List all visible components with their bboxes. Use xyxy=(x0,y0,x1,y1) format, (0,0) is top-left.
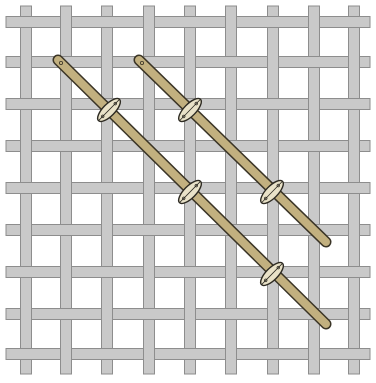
mesh-weave-crossing xyxy=(143,225,156,236)
mesh-weave-crossing xyxy=(60,225,73,236)
mesh-weave-crossing xyxy=(348,183,361,194)
mesh-weave-crossing xyxy=(267,17,280,28)
mesh-weave-crossing xyxy=(348,99,361,110)
mesh-weave-crossing xyxy=(20,99,33,110)
mesh-weave-crossing xyxy=(20,183,33,194)
mesh-weave-crossing xyxy=(20,267,33,278)
mesh-weave-crossing xyxy=(101,349,114,360)
mesh-weave-crossing xyxy=(348,17,361,28)
mesh-weave-crossing xyxy=(101,267,114,278)
mesh-weave-crossing xyxy=(60,309,73,320)
mesh-weave-crossing xyxy=(225,309,238,320)
mesh-weave-crossing xyxy=(225,57,238,68)
mesh-weave-crossing xyxy=(101,183,114,194)
mesh-weave-crossing xyxy=(308,141,321,152)
mesh-weave-crossing xyxy=(184,17,197,28)
mesh-weave-crossing xyxy=(184,349,197,360)
mesh-weave-crossing xyxy=(101,17,114,28)
mesh-weave-crossing xyxy=(184,267,197,278)
mesh-weave-crossing xyxy=(348,267,361,278)
mesh-weave-crossing xyxy=(308,57,321,68)
mesh-weave-crossing xyxy=(143,309,156,320)
mesh-weave-crossing xyxy=(20,349,33,360)
mesh-weave-crossing xyxy=(60,141,73,152)
mesh-weave-crossing xyxy=(348,349,361,360)
mesh-weave-crossing xyxy=(267,349,280,360)
mesh-weave-crossing xyxy=(20,17,33,28)
mesh-weave-crossing xyxy=(267,99,280,110)
